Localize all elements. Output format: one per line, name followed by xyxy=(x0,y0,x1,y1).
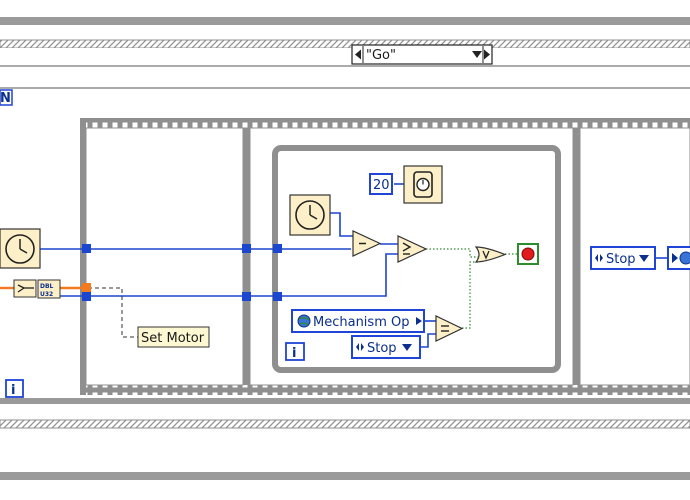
enum-arrows-icon xyxy=(356,343,359,351)
while-loop-bottom-border xyxy=(0,472,690,480)
svg-text:20: 20 xyxy=(373,178,390,193)
tunnels xyxy=(82,244,282,301)
tick-count-node-left[interactable] xyxy=(0,228,41,269)
svg-text:U32: U32 xyxy=(40,291,53,298)
case-selector-band xyxy=(0,48,690,66)
enum-arrows-icon xyxy=(595,254,598,262)
svg-text:Stop: Stop xyxy=(606,252,636,267)
greater-equal-node[interactable] xyxy=(397,235,428,263)
case-selector-label: "Go" xyxy=(366,48,396,63)
chevron-down-icon[interactable] xyxy=(472,51,482,58)
case-selector[interactable]: "Go" xyxy=(351,44,493,65)
loop-count-terminal[interactable]: N xyxy=(0,89,13,106)
chevron-down-icon[interactable] xyxy=(402,344,412,351)
play-arrow-icon xyxy=(416,317,422,325)
sequence-top-film xyxy=(80,118,690,128)
globe-icon xyxy=(297,314,311,328)
frame-divider-1 xyxy=(243,128,250,385)
equal-node[interactable] xyxy=(435,315,464,342)
set-motor-label: Set Motor xyxy=(137,326,210,348)
svg-text:DBL: DBL xyxy=(40,283,54,290)
wait-constant[interactable]: 20 xyxy=(369,173,393,195)
tick-count-node-inner[interactable] xyxy=(289,194,331,236)
increment-arrow-icon[interactable] xyxy=(484,49,490,60)
iteration-terminal-inner: i xyxy=(285,342,305,361)
stop-indicator-icon xyxy=(521,247,535,261)
mechanism-op-global-write[interactable] xyxy=(667,246,690,270)
globe-icon xyxy=(679,251,690,265)
subtract-node[interactable] xyxy=(352,230,382,257)
svg-text:N: N xyxy=(0,91,11,106)
stop-enum-right[interactable]: Stop xyxy=(590,246,656,270)
set-motor-link xyxy=(88,287,138,338)
loop-stop-terminal[interactable] xyxy=(517,243,539,265)
svg-text:Stop: Stop xyxy=(367,341,397,356)
greater-equal-icon xyxy=(402,242,412,252)
inner-while-loop xyxy=(272,145,561,373)
chevron-down-icon[interactable] xyxy=(639,255,649,262)
sequence-bottom-film xyxy=(80,385,690,395)
svg-text:i: i xyxy=(11,383,15,398)
svg-text:i: i xyxy=(292,346,296,361)
wait-ms-node[interactable] xyxy=(403,165,443,204)
case-structure-top-border xyxy=(0,39,690,49)
type-conversion-node[interactable]: DBL U32 xyxy=(13,279,61,299)
decrement-arrow-icon[interactable] xyxy=(355,49,361,60)
while-loop-top-border xyxy=(0,17,690,25)
frame-divider-2 xyxy=(573,128,580,385)
svg-text:Set Motor: Set Motor xyxy=(141,331,205,346)
svg-text:Mechanism Op: Mechanism Op xyxy=(313,315,409,330)
iteration-terminal-outer: i xyxy=(5,379,24,398)
play-arrow-icon xyxy=(672,253,678,263)
mechanism-op-global[interactable]: Mechanism Op xyxy=(291,309,425,333)
wires-boolean xyxy=(426,248,518,329)
stop-enum-inner[interactable]: Stop xyxy=(351,335,421,359)
or-node[interactable] xyxy=(474,246,507,263)
orange-tunnel xyxy=(82,283,91,292)
case-structure-bottom-border xyxy=(0,419,690,429)
